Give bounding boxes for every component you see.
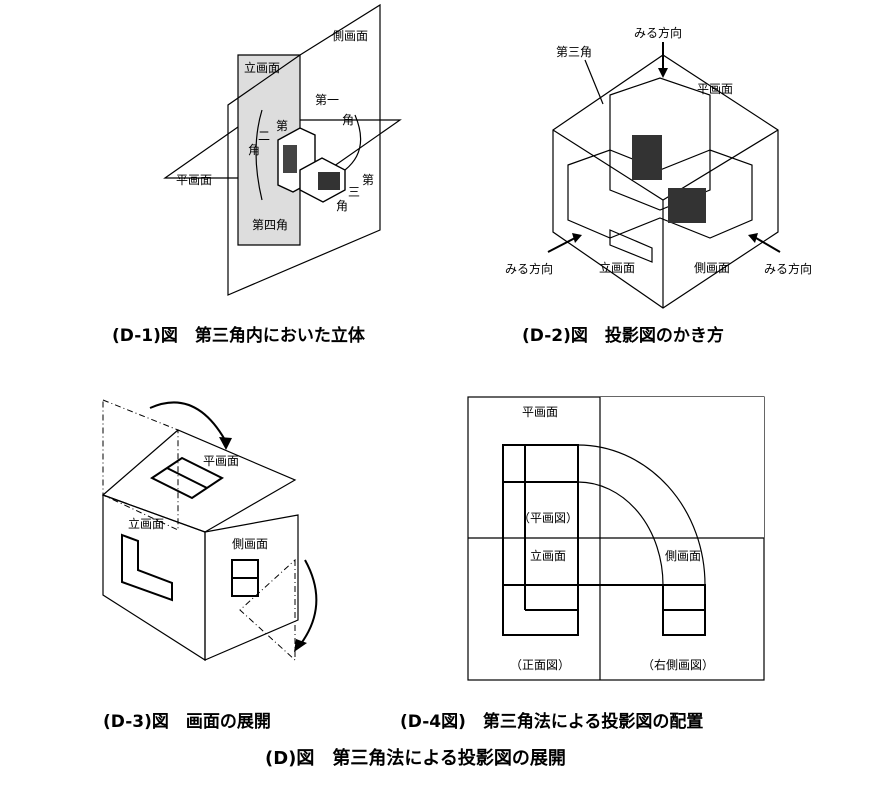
d3-fold-plane-top <box>102 399 179 531</box>
d1-label-third-angle-b: 三 <box>348 185 360 199</box>
d4-diagram: 平画面 （平画図） 立画面 側画面 （正面図） （右側画図） <box>467 396 765 681</box>
d3-diagram: 平画面 立画面 側画面 <box>101 399 318 662</box>
d1-label-side-plane: 側画面 <box>332 29 368 43</box>
d4-caption: (D-4図) 第三角法による投影図の配置 <box>400 711 703 732</box>
d2-label-side-plane: 側画面 <box>694 261 730 275</box>
d3-label-side-plane: 側画面 <box>232 537 268 551</box>
d3-fold-plane-side <box>239 558 296 662</box>
d1-label-first-angle-b: 角 <box>342 113 354 127</box>
d1-object <box>277 127 346 203</box>
d3-front-shape <box>121 533 173 602</box>
d2-label-view-dir-left: みる方向 <box>505 261 553 276</box>
main-caption: (D)図 第三角法による投影図の展開 <box>265 747 566 769</box>
d1-arrow-right <box>344 114 362 171</box>
d2-object <box>567 77 753 263</box>
d2-leader-third-angle <box>584 59 604 105</box>
d1-label-third-angle-c: 角 <box>336 199 348 213</box>
d2-label-third-angle: 第三角 <box>556 45 592 59</box>
d1-label-horizontal-plane: 平画面 <box>176 173 212 187</box>
d3-label-horizontal-plane: 平画面 <box>203 454 239 468</box>
d1-diagram: 立画面 側画面 平画面 第一 角 第 二 角 第 三 角 第四角 <box>163 3 402 296</box>
d3-side-plane <box>204 514 299 661</box>
d1-caption: (D-1)図 第三角内においた立体 <box>112 325 366 346</box>
d2-box-top-edges <box>552 129 779 201</box>
d3-arrow-side <box>299 559 318 646</box>
d4-label-front-view: （正面図） <box>510 658 570 672</box>
d4-projector-outer <box>577 444 706 586</box>
d1-label-fourth-angle: 第四角 <box>252 218 288 232</box>
d2-label-view-dir-top: みる方向 <box>634 25 682 40</box>
d1-label-second-angle-c: 角 <box>248 143 260 157</box>
d4-projector-inner <box>577 481 664 586</box>
d4-label-side-plane: 側画面 <box>665 549 701 563</box>
d3-caption: (D-3)図 画面の展開 <box>103 712 271 732</box>
d2-arrow-left <box>547 237 576 253</box>
d1-side-plane <box>227 3 381 296</box>
d1-label-third-angle-a: 第 <box>362 173 374 187</box>
d2-arrow-right <box>755 237 781 253</box>
d2-box-outline <box>552 54 779 309</box>
d4-label-vertical-plane: 立画面 <box>530 548 566 563</box>
d1-label-first-angle-a: 第一 <box>315 93 339 107</box>
d4-label-plan-view: （平画図） <box>518 511 578 525</box>
d4-label-horizontal-plane: 平画面 <box>522 405 558 419</box>
d2-label-view-dir-right: みる方向 <box>764 261 812 276</box>
d3-arrow-top <box>149 401 226 441</box>
d1-label-second-angle-a: 第 <box>276 119 288 133</box>
d1-label-second-angle-b: 二 <box>258 129 270 143</box>
d2-label-vertical-plane: 立画面 <box>599 260 635 275</box>
d2-diagram: 第三角 みる方向 平画面 立画面 側画面 みる方向 みる方向 <box>505 25 812 309</box>
d2-label-horizontal-plane: 平画面 <box>697 82 733 96</box>
d4-label-right-side-view: （右側画図） <box>642 657 714 672</box>
d1-arrow-left <box>255 109 263 201</box>
d2-caption: (D-2)図 投影図のかき方 <box>522 325 724 346</box>
d3-plan-shape <box>150 456 224 500</box>
d1-vertical-plane <box>237 54 301 246</box>
d1-label-vertical-plane: 立画面 <box>244 60 280 75</box>
d3-label-vertical-plane: 立画面 <box>128 516 164 531</box>
